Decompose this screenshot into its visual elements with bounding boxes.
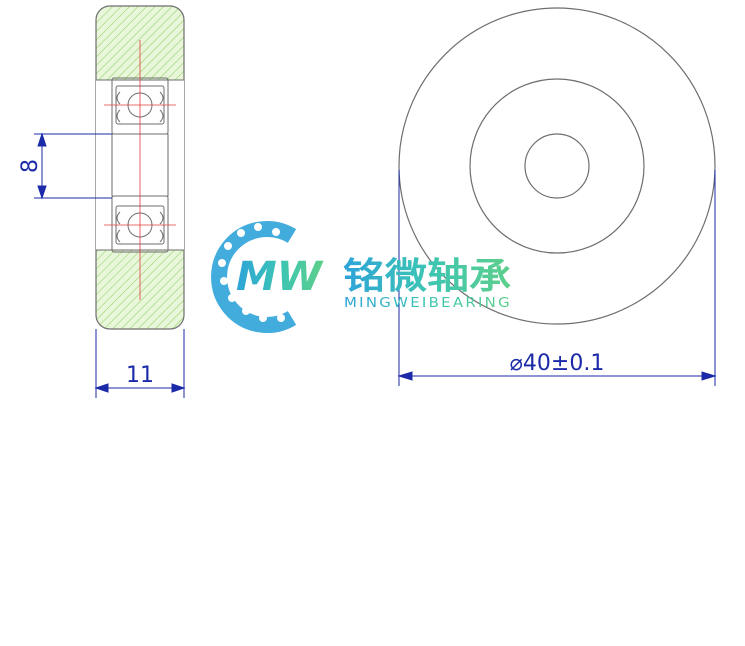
brand-name-en: MINGWEIBEARING	[344, 296, 512, 311]
logo-balls	[218, 223, 285, 322]
bore-dimension-label: 8	[18, 159, 43, 173]
brand-name-cn: 铭微轴承	[343, 256, 511, 297]
bore-circle	[524, 133, 590, 199]
width-dimension-label: 11	[126, 363, 154, 388]
logo-mark: MW	[236, 254, 324, 300]
centerlines	[104, 40, 176, 300]
brand-logo: MW 铭微轴承 MINGWEIBEARING	[211, 221, 512, 333]
hub-circle	[469, 78, 645, 254]
side-section-view	[95, 5, 185, 330]
outer-diameter-dimension	[397, 170, 717, 386]
outer-diameter-label: ⌀40±0.1	[510, 351, 605, 376]
outer-circle	[398, 7, 716, 325]
width-dimension	[94, 329, 186, 398]
bore-dimension	[34, 132, 112, 200]
logo-ring-icon	[211, 221, 297, 333]
front-view	[398, 7, 716, 325]
